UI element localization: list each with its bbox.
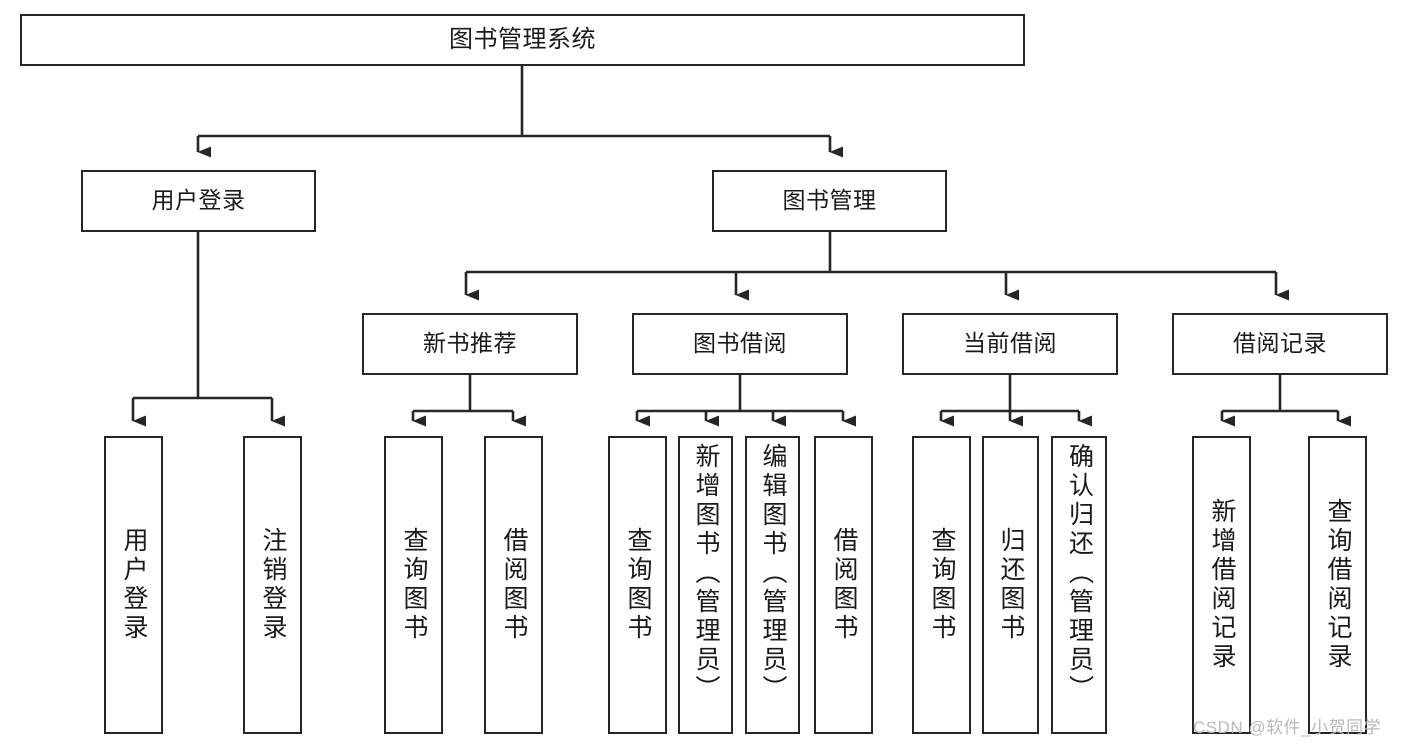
node-label: 编辑图书（管理员） (759, 443, 787, 704)
node-label: 新书推荐 (423, 330, 517, 357)
node-label: 新增借阅记录 (1208, 498, 1236, 672)
leaf-book-borrow-edit-book[interactable]: 编辑图书（管理员） (745, 436, 800, 734)
node-label: 借阅图书 (830, 527, 858, 643)
node-label: 查询图书 (624, 527, 652, 643)
node-book-borrow[interactable]: 图书借阅 (632, 313, 848, 375)
node-book-management[interactable]: 图书管理 (712, 170, 947, 232)
node-label: 用户登录 (120, 527, 148, 643)
node-new-book-recommend[interactable]: 新书推荐 (362, 313, 578, 375)
node-label: 注销登录 (259, 527, 287, 643)
node-label: 借阅图书 (500, 527, 528, 643)
leaf-borrow-record-query-record[interactable]: 查询借阅记录 (1308, 436, 1367, 734)
leaf-new-book-query-book[interactable]: 查询图书 (384, 436, 443, 734)
node-current-borrow[interactable]: 当前借阅 (902, 313, 1118, 375)
node-label: 借阅记录 (1233, 330, 1327, 357)
node-root-system[interactable]: 图书管理系统 (20, 14, 1025, 66)
leaf-new-book-borrow-book[interactable]: 借阅图书 (484, 436, 543, 734)
node-label: 当前借阅 (963, 330, 1057, 357)
node-label: 归还图书 (997, 527, 1025, 643)
node-label: 确认归还（管理员） (1065, 443, 1094, 704)
leaf-user-login-logout[interactable]: 注销登录 (243, 436, 302, 734)
node-label: 查询图书 (400, 527, 428, 643)
node-label: 图书管理 (782, 187, 877, 214)
leaf-book-borrow-add-book[interactable]: 新增图书（管理员） (678, 436, 733, 734)
leaf-current-borrow-return-book[interactable]: 归还图书 (982, 436, 1039, 734)
node-label: 新增图书（管理员） (692, 443, 720, 704)
leaf-borrow-record-add-record[interactable]: 新增借阅记录 (1192, 436, 1251, 734)
leaf-current-borrow-confirm-return[interactable]: 确认归还（管理员） (1051, 436, 1107, 734)
node-label: 用户登录 (151, 187, 246, 214)
node-label: 图书管理系统 (449, 25, 596, 53)
leaf-book-borrow-borrow-book[interactable]: 借阅图书 (814, 436, 873, 734)
node-user-login[interactable]: 用户登录 (81, 170, 316, 232)
leaf-book-borrow-query-book[interactable]: 查询图书 (608, 436, 667, 734)
leaf-current-borrow-query-book[interactable]: 查询图书 (912, 436, 971, 734)
node-label: 查询借阅记录 (1324, 498, 1352, 672)
node-label: 图书借阅 (693, 330, 787, 357)
node-label: 查询图书 (928, 527, 956, 643)
node-borrow-record[interactable]: 借阅记录 (1172, 313, 1388, 375)
leaf-user-login-login[interactable]: 用户登录 (104, 436, 163, 734)
